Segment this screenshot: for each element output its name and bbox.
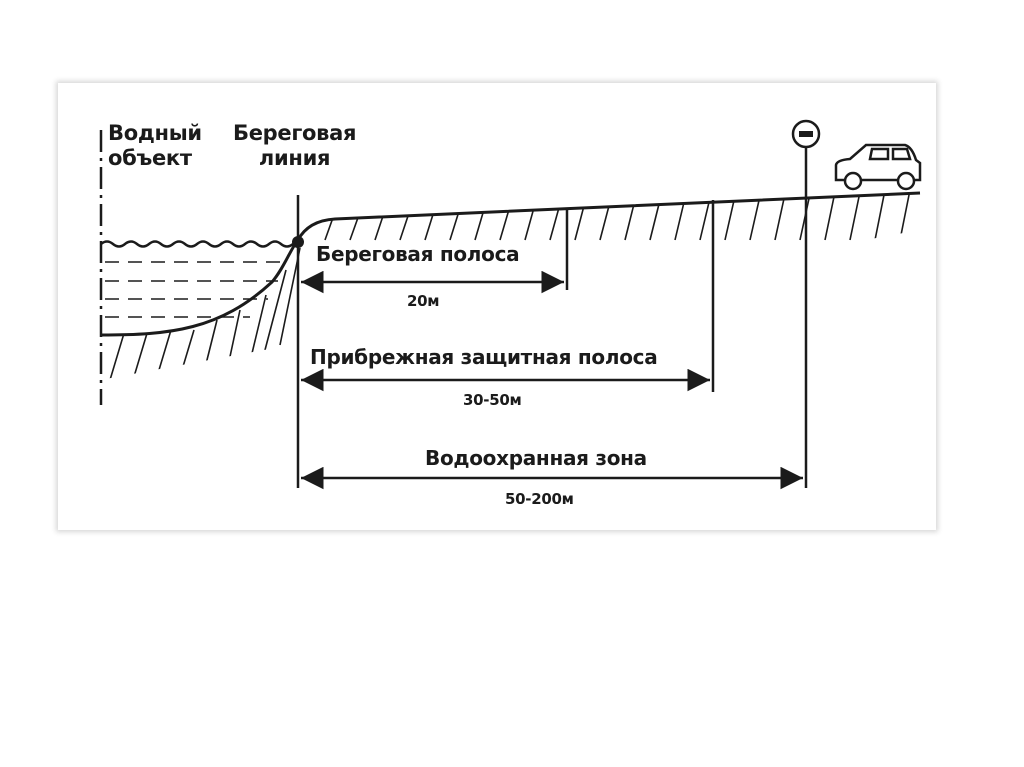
- water-dash-lines: [105, 261, 285, 318]
- shoreline-label-line1: Береговая: [233, 121, 357, 145]
- shoreline-label-line2: линия: [258, 146, 331, 170]
- ground-profile-line: [100, 191, 921, 337]
- coastal-strip-label: Береговая полоса: [316, 242, 520, 266]
- coastal-strip-distance: 20м: [407, 292, 440, 310]
- shoreline-label: Береговая линия: [233, 121, 356, 171]
- water-protection-zone-distance: 50-200м: [505, 490, 574, 508]
- car-icon: [834, 143, 922, 191]
- water-surface-wave: [100, 240, 294, 248]
- water-protection-zone-label: Водоохранная зона: [425, 446, 647, 470]
- water-body-label-line2: объект: [108, 146, 192, 170]
- water-body-label-line1: Водный: [108, 121, 202, 145]
- water-body-label: Водный объект: [108, 121, 202, 171]
- protective-strip-distance: 30-50м: [463, 391, 522, 409]
- protective-strip-label: Прибрежная защитная полоса: [310, 345, 658, 369]
- shoreline-point: [292, 236, 304, 248]
- diagram-card: [58, 83, 936, 530]
- no-entry-sign-icon: [791, 119, 821, 149]
